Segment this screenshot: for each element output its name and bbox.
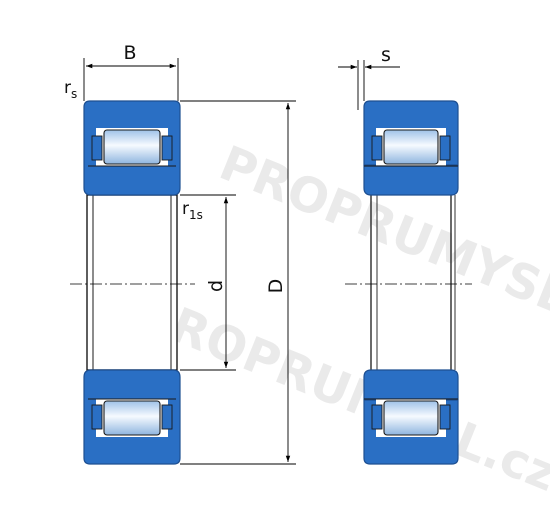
right-upper-section: [363, 100, 459, 196]
right-lower-inner-ring: [363, 369, 459, 400]
upper-roller: [103, 129, 161, 165]
dimensions-right: s: [338, 44, 400, 110]
bore-label: d: [205, 280, 227, 292]
upper-section: [83, 100, 181, 196]
right-lower-roller: [383, 400, 439, 436]
outer-diameter-label: D: [265, 279, 287, 294]
right-lower-section: [363, 369, 459, 465]
right-upper-inner-ring: [363, 165, 459, 196]
inner-chamfer-label: r1s: [182, 199, 203, 222]
right-section-view: [345, 100, 472, 465]
left-section-view: [70, 100, 195, 465]
chamfer-label: rs: [64, 78, 77, 101]
lower-section: [83, 369, 181, 465]
watermark-text-2: PROPRUMYSL.cz: [130, 284, 550, 503]
right-upper-roller: [383, 129, 439, 165]
width-label: B: [123, 42, 136, 64]
axial-shift-label: s: [381, 44, 391, 66]
watermark: PROPRUMYSL.cz PROPRUMYSL.cz: [130, 135, 550, 503]
bore-outline: [86, 194, 178, 371]
dimensions-left: B rs r1s d D: [64, 42, 296, 465]
lower-roller: [103, 400, 161, 436]
